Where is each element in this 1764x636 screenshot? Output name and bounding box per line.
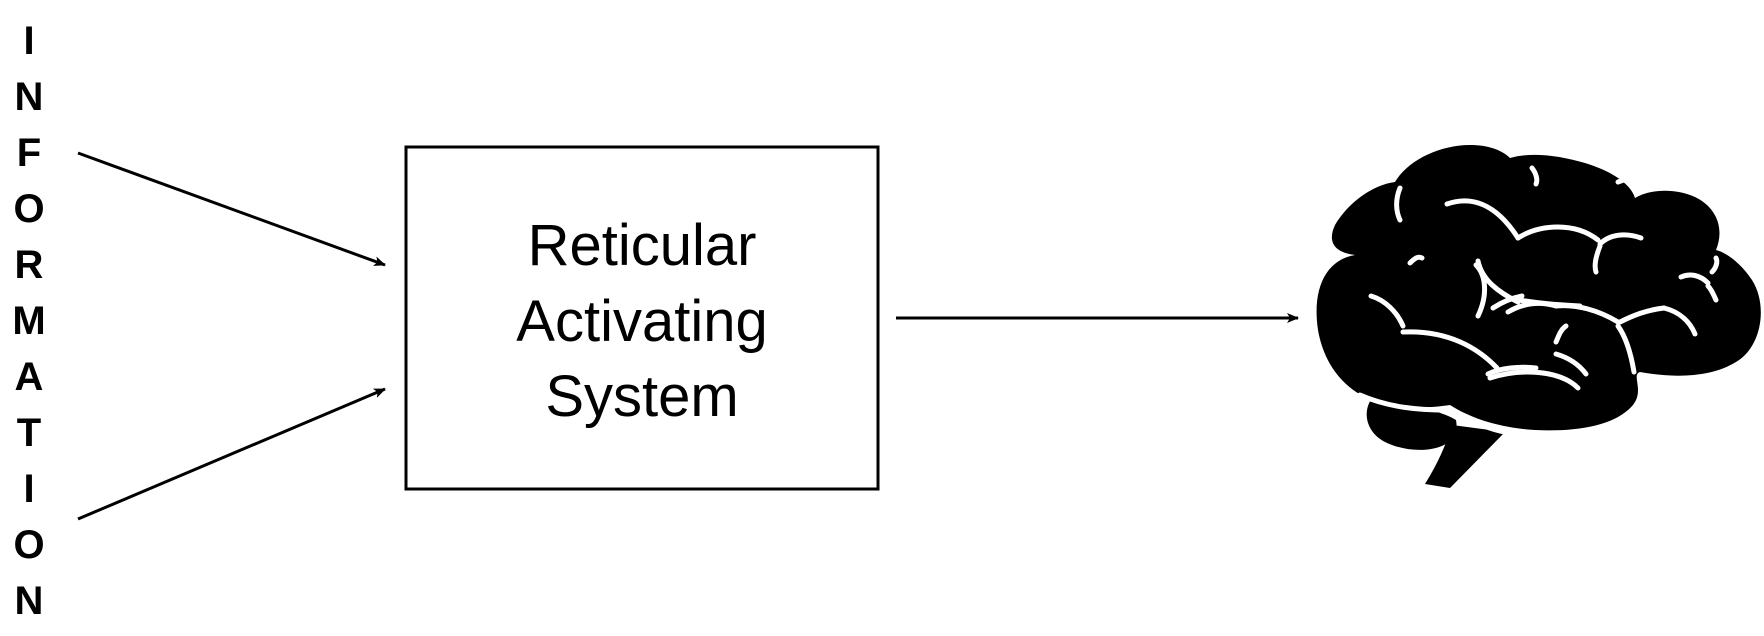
process-box — [404, 145, 880, 491]
information-letter: T — [17, 411, 41, 455]
box-label-line-2: Activating — [516, 289, 767, 354]
information-letter: O — [13, 187, 44, 231]
information-letter: N — [15, 579, 44, 623]
information-letter: O — [13, 523, 44, 567]
input-arrow-top — [77, 151, 386, 267]
information-letter: A — [15, 355, 44, 399]
input-arrow-bottom — [77, 387, 386, 521]
information-letter: F — [17, 131, 41, 175]
information-letter: R — [15, 243, 44, 287]
information-letter: M — [12, 299, 45, 343]
box-label-line-1: Reticular — [528, 213, 757, 278]
information-letter: N — [15, 75, 44, 119]
box-label-line-3: System — [545, 364, 738, 429]
brain-icon — [1316, 145, 1761, 488]
information-letter: I — [23, 467, 34, 511]
information-letter: I — [23, 19, 34, 63]
